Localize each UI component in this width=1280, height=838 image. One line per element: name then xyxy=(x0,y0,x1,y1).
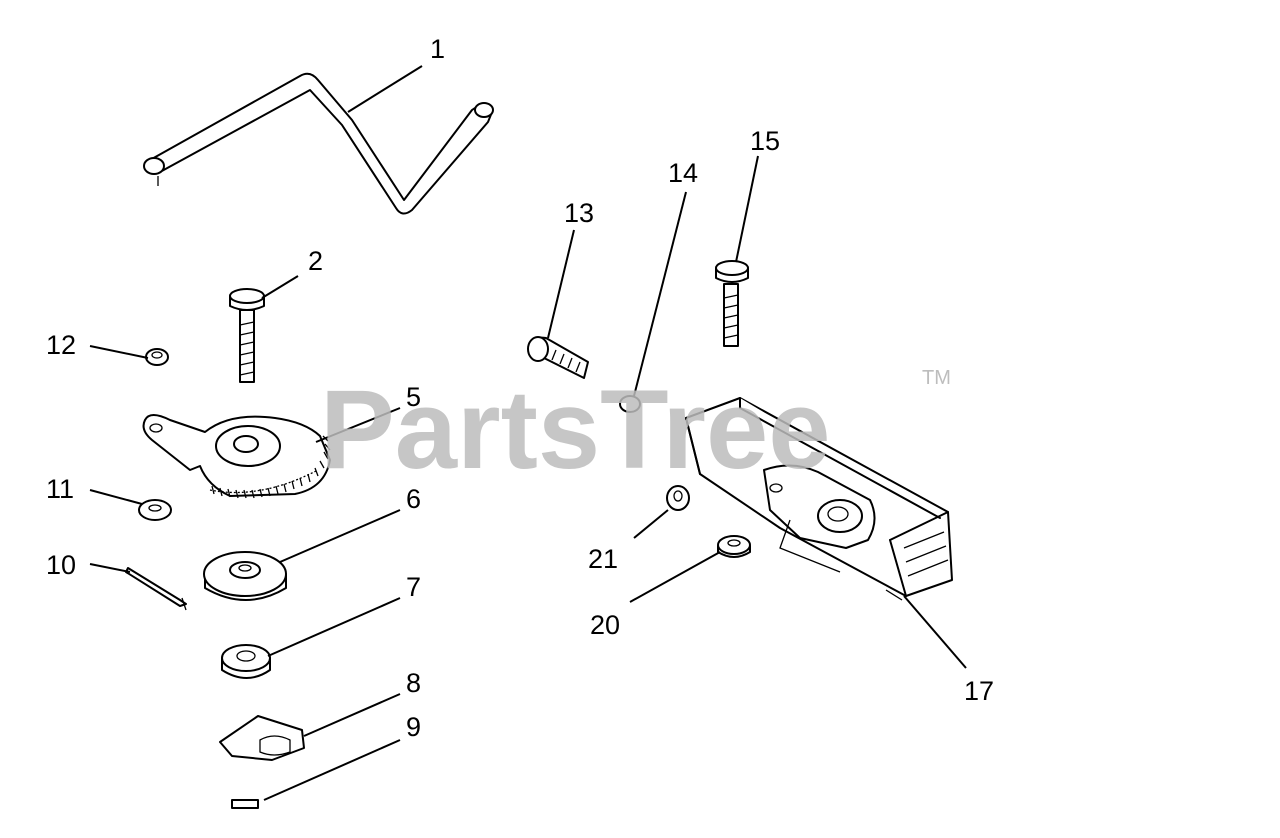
part-14-nut[interactable] xyxy=(619,395,641,413)
part-5-gear-plate[interactable] xyxy=(142,414,331,499)
part-21-nut[interactable] xyxy=(666,485,690,511)
leader-lines xyxy=(89,65,967,801)
callout-15[interactable]: 15 xyxy=(750,126,780,156)
callout-14[interactable]: 14 xyxy=(668,158,698,188)
callout-6[interactable]: 6 xyxy=(406,484,421,514)
callout-10[interactable]: 10 xyxy=(46,550,76,580)
callout-13[interactable]: 13 xyxy=(564,198,594,228)
callout-1[interactable]: 1 xyxy=(430,34,445,64)
callout-5[interactable]: 5 xyxy=(406,382,421,412)
part-1-shift-rod[interactable] xyxy=(143,72,494,215)
watermark-text: PartsTree xyxy=(320,367,831,492)
part-8-key[interactable] xyxy=(219,715,305,761)
callout-8[interactable]: 8 xyxy=(406,668,421,698)
callout-11[interactable]: 11 xyxy=(46,474,74,504)
part-15-bolt[interactable] xyxy=(715,260,749,347)
callout-7[interactable]: 7 xyxy=(406,572,421,602)
part-20-washer[interactable] xyxy=(717,535,751,558)
watermark-trademark: TM xyxy=(922,367,951,389)
callout-9[interactable]: 9 xyxy=(406,712,421,742)
callout-17[interactable]: 17 xyxy=(964,676,994,706)
part-10-cotter-pin[interactable] xyxy=(125,567,187,611)
part-9-pin[interactable] xyxy=(231,799,259,809)
part-12-nut[interactable] xyxy=(145,348,169,366)
part-11-washer[interactable] xyxy=(138,499,172,521)
part-2-bolt[interactable] xyxy=(229,288,265,383)
part-17-bracket[interactable] xyxy=(685,397,953,601)
callout-12[interactable]: 12 xyxy=(46,330,76,360)
part-13-bolt[interactable] xyxy=(527,336,589,379)
callout-21[interactable]: 21 xyxy=(588,544,618,574)
part-6-spacer[interactable] xyxy=(203,551,287,601)
callout-20[interactable]: 20 xyxy=(590,610,620,640)
part-7-nut[interactable] xyxy=(221,644,271,679)
callout-2[interactable]: 2 xyxy=(308,246,323,276)
